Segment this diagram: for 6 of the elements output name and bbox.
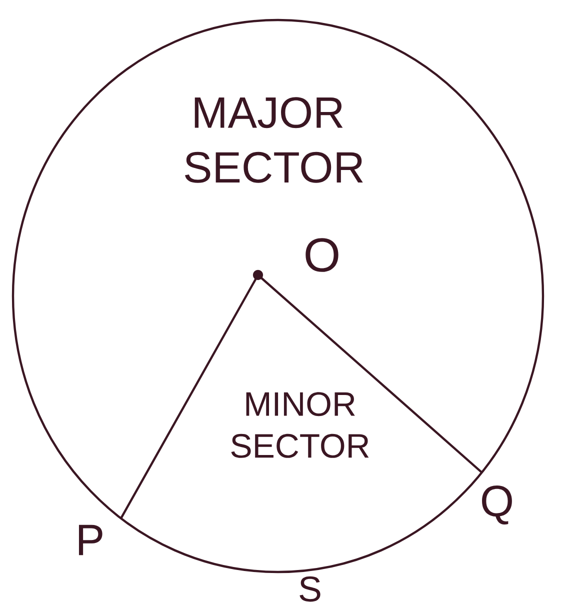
point-label: S [300, 576, 320, 602]
sector-label: MINOR SECTOR [231, 392, 369, 458]
center-label: O [306, 238, 338, 272]
point-label: Q [482, 486, 512, 524]
sector-label: MAJOR SECTOR [184, 97, 363, 183]
point-label: P [78, 524, 102, 556]
